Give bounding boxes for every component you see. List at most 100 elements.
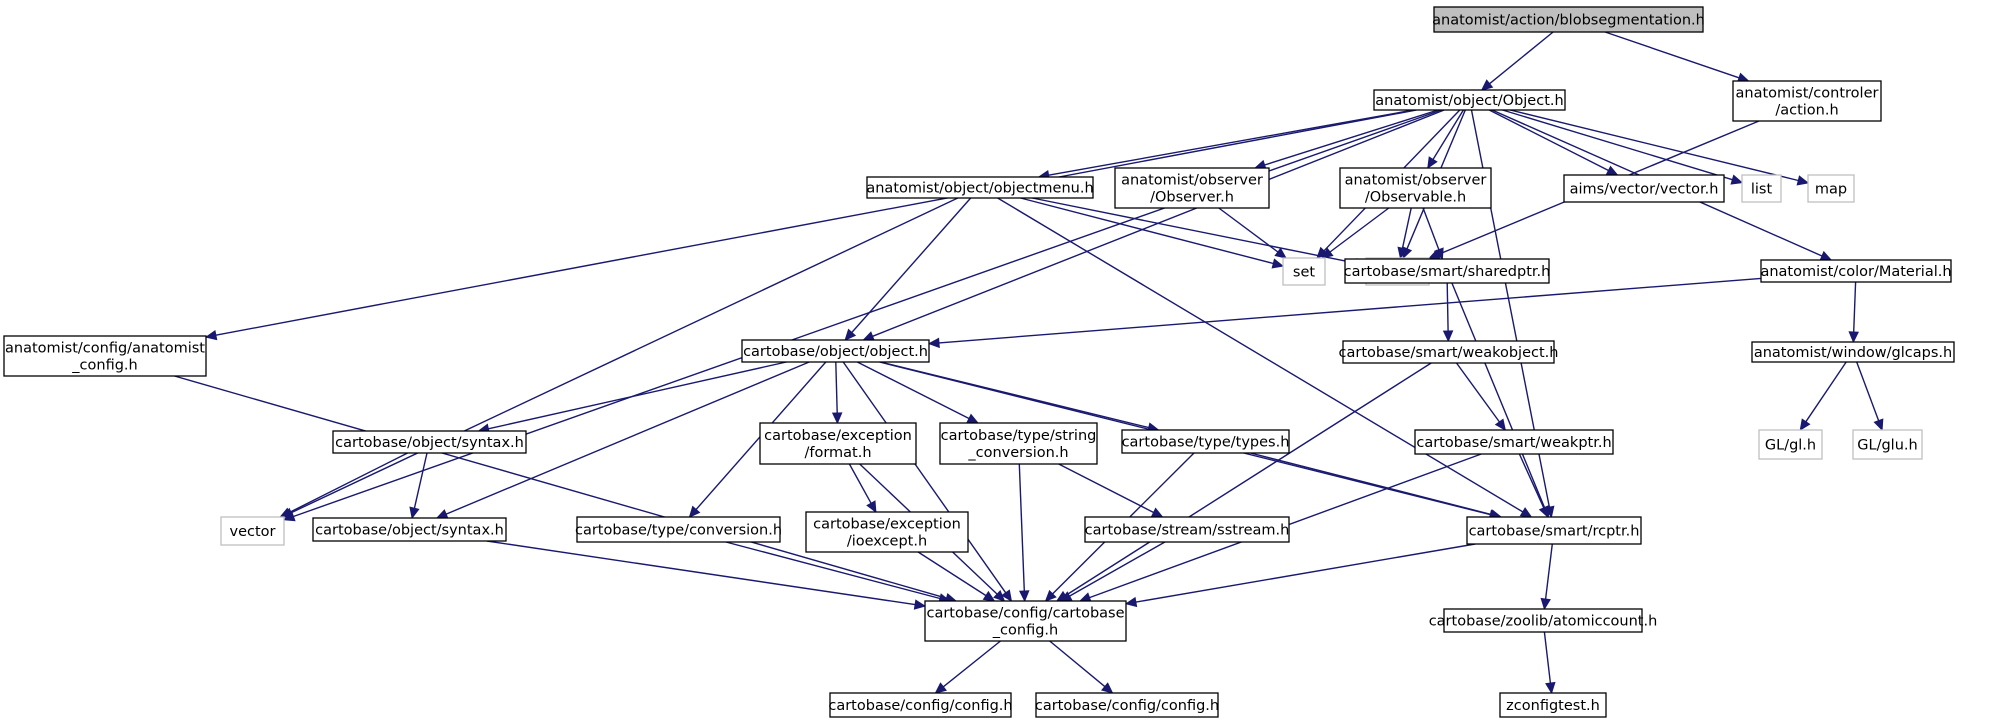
node-label: zconfigtest.h [1506, 698, 1600, 714]
edge-weakobject-to-cbconfig [1055, 362, 1432, 602]
node-label: aims/vector/vector.h [1570, 182, 1719, 198]
node-conversion[interactable]: cartobase/type/conversion.h [575, 516, 782, 543]
node-atomic[interactable]: cartobase/zoolib/atomiccount.h [1429, 608, 1658, 633]
node-anaconfig[interactable]: anatomist/config/anatomist_config.h [3, 335, 207, 377]
arrowhead-icon [435, 509, 449, 519]
edge-line [942, 640, 1001, 688]
node-cbobject[interactable]: cartobase/object/object.h [741, 339, 930, 363]
node-object[interactable]: anatomist/object/Object.h [1373, 89, 1566, 111]
node-box [805, 511, 969, 553]
edge-line [1218, 207, 1279, 253]
arrowhead-icon [1150, 507, 1164, 518]
node-set: set [1282, 257, 1326, 286]
node-observer[interactable]: anatomist/observer/Observer.h [1114, 167, 1270, 209]
edge-strconv-to-sstream [1058, 463, 1164, 518]
node-zconfig[interactable]: zconfigtest.h [1499, 692, 1607, 718]
node-config1[interactable]: cartobase/config/config.h [828, 692, 1013, 718]
edge-anaconfig-to-cbconfig [174, 375, 958, 604]
node-syntax1[interactable]: cartobase/object/syntax.h [332, 430, 527, 454]
node-observable[interactable]: anatomist/observer/Observable.h [1339, 167, 1492, 209]
arrowhead-icon [993, 590, 1006, 602]
node-label: cartobase/exception [764, 428, 912, 444]
node-action[interactable]: anatomist/controler/action.h [1732, 80, 1882, 122]
node-list: list [1741, 174, 1782, 203]
node-box [1852, 429, 1923, 460]
node-rcptr[interactable]: cartobase/smart/rcptr.h [1466, 516, 1642, 545]
edge-objectmenu-to-cbobject [844, 197, 972, 341]
edge-line [1451, 282, 1546, 509]
arrowhead-icon [1848, 331, 1859, 344]
edge-line [288, 452, 408, 514]
node-sharedptr[interactable]: cartobase/smart/sharedptr.h [1344, 258, 1551, 284]
edge-object-to-aimsvector [1488, 109, 1619, 176]
edge-material-to-glcaps [1848, 281, 1859, 344]
node-box [939, 422, 1098, 465]
arrowhead-icon [1442, 330, 1454, 343]
node-material[interactable]: anatomist/color/Material.h [1760, 259, 1952, 283]
edge-observable-to-string [1397, 207, 1412, 260]
edge-line [1446, 282, 1449, 332]
node-cbconfig[interactable]: cartobase/config/cartobase_config.h [924, 600, 1127, 642]
edge-strconv-to-cbconfig [1018, 463, 1030, 603]
edge-object-to-cbobject [862, 109, 1445, 342]
node-sstream[interactable]: cartobase/stream/sstream.h [1084, 516, 1290, 543]
edge-line [1135, 543, 1476, 603]
edge-line [413, 452, 428, 509]
node-label: anatomist/object/Object.h [1375, 93, 1563, 109]
edge-syntax1-to-syntax2 [409, 452, 428, 520]
node-glh: GL/gl.h [1758, 429, 1823, 460]
node-box [1499, 692, 1607, 718]
arrowhead-icon [1321, 247, 1334, 259]
nodes-layer: anatomist/action/blobsegmentation.hanato… [3, 6, 1955, 718]
node-types[interactable]: cartobase/type/types.h [1121, 429, 1290, 454]
node-box [1342, 340, 1555, 364]
node-weakobject[interactable]: cartobase/smart/weakobject.h [1339, 340, 1559, 364]
edge-object-to-list [1502, 109, 1744, 185]
node-box [1373, 89, 1566, 111]
node-box [576, 516, 781, 543]
edge-line [851, 197, 972, 333]
arrowhead-icon [844, 328, 857, 341]
node-box [1282, 257, 1326, 286]
arrowhead-icon [688, 505, 701, 518]
arrowhead-icon [1019, 590, 1030, 603]
edge-line [842, 361, 1007, 594]
edge-line [1856, 361, 1880, 421]
node-weakptr[interactable]: cartobase/smart/weakptr.h [1414, 429, 1614, 455]
edge-line [1853, 281, 1857, 333]
arrowhead-icon [1538, 505, 1549, 519]
node-label: anatomist/observer [1345, 173, 1487, 189]
node-strconv[interactable]: cartobase/type/string_conversion.h [939, 422, 1098, 465]
node-label: cartobase/smart/rcptr.h [1469, 524, 1640, 540]
edge-line [290, 197, 959, 514]
node-label: /format.h [804, 445, 871, 461]
arrowhead-icon [1540, 597, 1551, 611]
node-config2[interactable]: cartobase/config/config.h [1035, 692, 1219, 718]
edge-line [1502, 109, 1733, 181]
edge-line [1455, 362, 1500, 423]
node-box [1751, 341, 1955, 363]
node-box [866, 176, 1094, 199]
edge-object-to-map [1510, 109, 1810, 186]
arrowhead-icon [279, 507, 293, 518]
node-box [332, 430, 527, 454]
edge-sstream-to-cbconfig [1059, 541, 1166, 602]
edge-line [445, 361, 810, 515]
edge-cbobject-to-syntax1 [477, 361, 787, 434]
node-glcaps[interactable]: anatomist/window/glcaps.h [1751, 341, 1955, 363]
edge-line [215, 109, 1417, 336]
edge-line [1049, 640, 1106, 688]
node-syntax2[interactable]: cartobase/object/syntax.h [312, 517, 507, 542]
node-objectmenu[interactable]: anatomist/object/objectmenu.h [866, 176, 1094, 199]
node-label: cartobase/stream/sstream.h [1085, 523, 1290, 539]
arrowhead-icon [862, 331, 875, 342]
node-box [1114, 167, 1270, 209]
node-label: cartobase/zoolib/atomiccount.h [1429, 614, 1658, 630]
node-excformat[interactable]: cartobase/exception/format.h [759, 422, 917, 465]
arrowhead-icon [1799, 418, 1811, 432]
node-aimsvector[interactable]: aims/vector/vector.h [1563, 174, 1725, 203]
edge-line [997, 197, 1524, 513]
node-box [1563, 174, 1725, 203]
node-ioexcept[interactable]: cartobase/exception/ioexcept.h [805, 511, 969, 553]
node-label: cartobase/smart/sharedptr.h [1344, 264, 1551, 280]
